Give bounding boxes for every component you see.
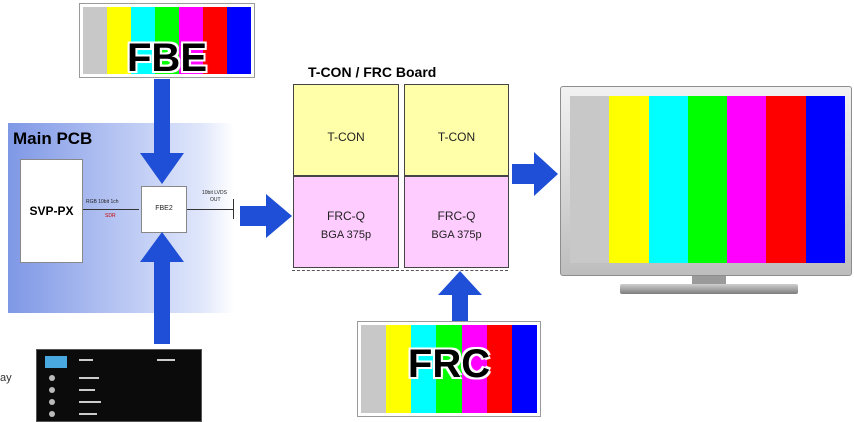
arrow-right-icon: [512, 152, 558, 196]
tv-color-bars: [570, 96, 845, 263]
fbe2-block: FBE2: [141, 186, 187, 233]
menu-highlight: [45, 356, 67, 368]
board-title: T-CON / FRC Board: [308, 64, 437, 80]
link-in-sub: SDR: [105, 213, 116, 219]
fbe-color-bars: [83, 7, 251, 74]
color-bar: [609, 96, 649, 263]
menu-row: [79, 401, 101, 403]
tcon-cell-left: T-CON: [293, 84, 399, 176]
color-bar: [155, 7, 179, 74]
board-dashed-bottom: [292, 270, 508, 271]
menu-row: [157, 359, 175, 361]
settings-menu-thumbnail: [36, 349, 202, 422]
link-in-label: RGB 10bit 1ch: [86, 199, 119, 205]
tv-bezel: [560, 86, 852, 276]
color-bar: [386, 325, 412, 413]
color-bar: [486, 325, 512, 413]
menu-row: [79, 389, 95, 391]
menu-bullet: [49, 375, 55, 381]
frc-card: FRC: [357, 321, 541, 417]
bga-label-left: BGA 375p: [320, 229, 372, 241]
color-bar: [83, 7, 107, 74]
side-text: ay: [0, 372, 12, 384]
arrow-right-icon: [240, 194, 292, 238]
color-bar: [766, 96, 806, 263]
link-out-endcap: [233, 199, 234, 219]
color-bar: [411, 325, 437, 413]
menu-bullet: [49, 399, 55, 405]
frc-color-bars: [361, 325, 537, 413]
frc-label-right: FRC-Q: [437, 209, 476, 223]
frc-cell-left: FRC-Q BGA 375p: [293, 176, 399, 268]
color-bar: [461, 325, 487, 413]
tcon-cell-right: T-CON: [404, 84, 509, 176]
color-bar: [805, 96, 845, 263]
tv-stand: [620, 284, 798, 294]
frc-label-left: FRC-Q: [327, 209, 365, 223]
svp-px-block: SVP-PX: [20, 159, 83, 263]
fbe-label: FBE: [127, 36, 207, 80]
frc-label: FRC: [407, 342, 491, 386]
menu-row: [79, 359, 93, 361]
svp-px-label: SVP-PX: [29, 204, 74, 218]
color-bar: [570, 96, 610, 263]
bga-label-right: BGA 375p: [431, 229, 482, 241]
fbe2-label: FBE2: [155, 205, 173, 212]
menu-row: [79, 377, 99, 379]
arrow-up-icon: [140, 232, 184, 344]
menu-bullet: [49, 387, 55, 393]
link-out-sub: OUT: [210, 197, 221, 203]
main-pcb-title: Main PCB: [13, 129, 93, 148]
color-bar: [436, 325, 462, 413]
color-bar: [227, 7, 251, 74]
color-bar: [107, 7, 131, 74]
color-bar: [511, 325, 537, 413]
color-bar: [648, 96, 688, 263]
arrow-up-icon: [438, 271, 482, 321]
link-in-line: [83, 209, 139, 210]
color-bar: [179, 7, 203, 74]
color-bar: [727, 96, 767, 263]
main-pcb-panel: Main PCB SVP-PX RGB 10bit 1ch SDR FBE2 1…: [8, 123, 234, 313]
color-bar: [203, 7, 227, 74]
tcon-label-right: T-CON: [437, 130, 476, 144]
color-bar: [687, 96, 728, 263]
arrow-down-icon: [140, 79, 184, 184]
tv-neck: [692, 276, 726, 285]
link-out-line: [187, 209, 234, 210]
tcon-label-left: T-CON: [327, 130, 365, 144]
menu-row: [79, 413, 97, 415]
color-bar: [131, 7, 155, 74]
frc-cell-right: FRC-Q BGA 375p: [404, 176, 509, 268]
fbe-card: FBE: [79, 3, 255, 80]
menu-bullet: [49, 411, 55, 417]
link-out-label: 10bit LVDS: [202, 190, 227, 196]
color-bar: [361, 325, 387, 413]
